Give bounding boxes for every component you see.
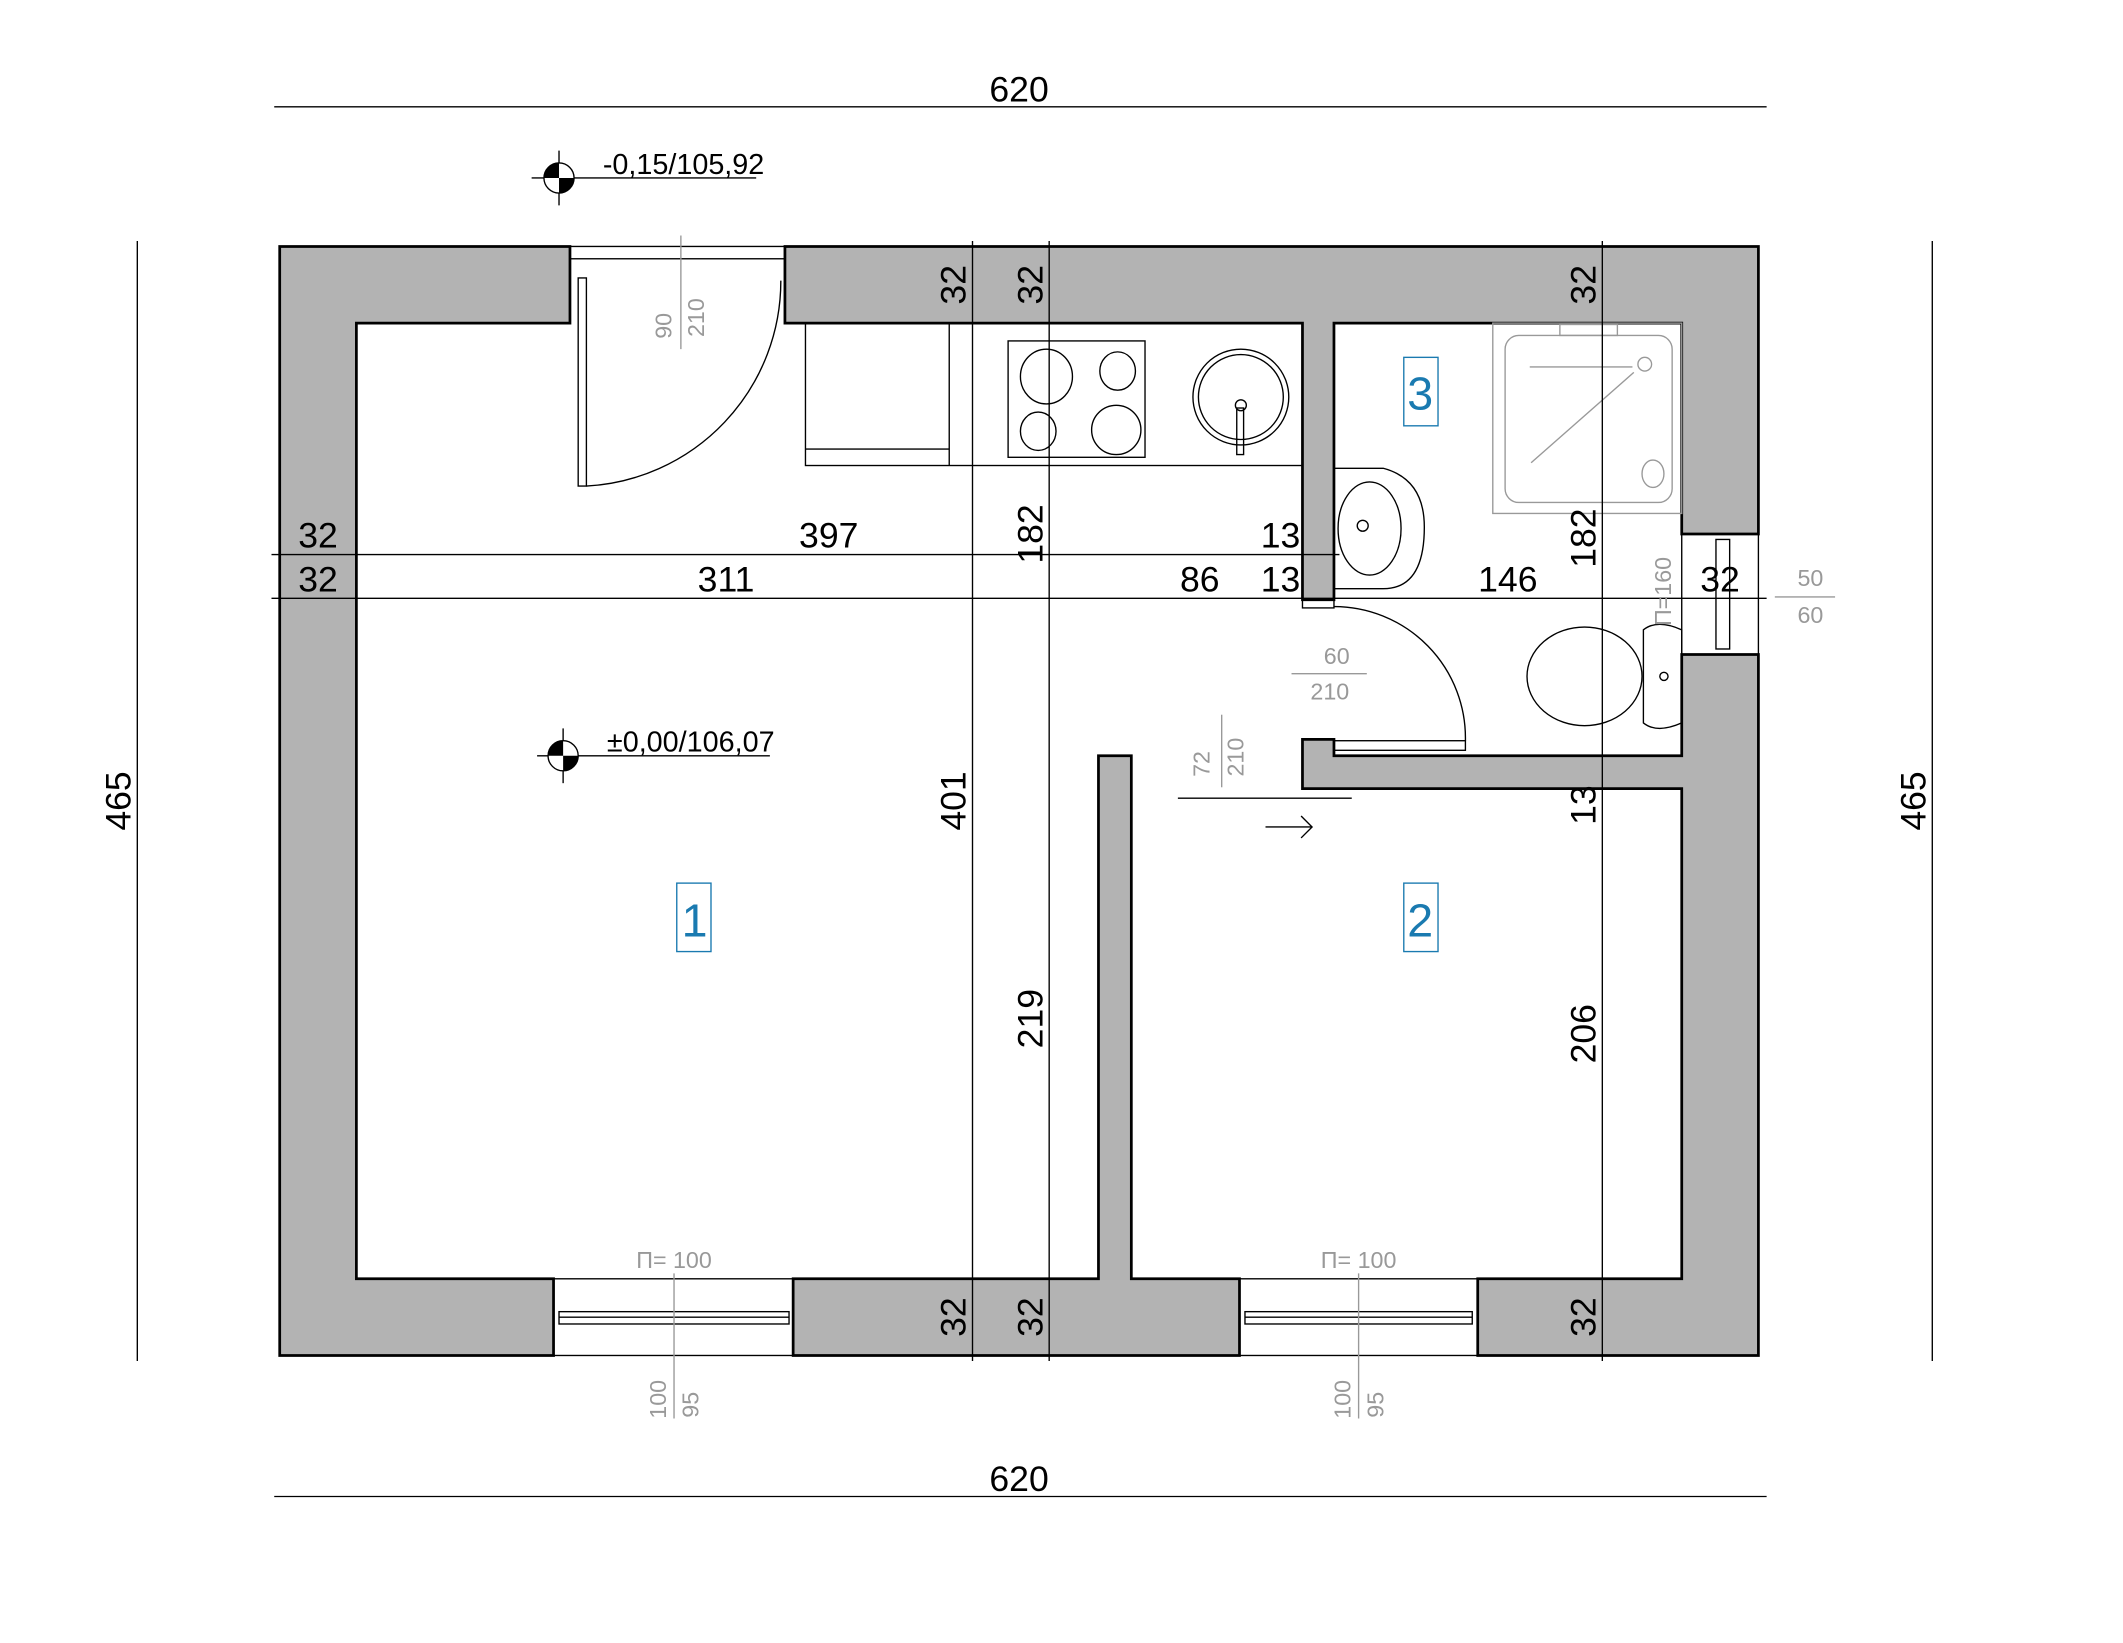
- dim: 32: [1563, 265, 1603, 305]
- dim: 146: [1478, 559, 1537, 599]
- svg-text:100: 100: [645, 1380, 671, 1419]
- dim: 219: [1010, 989, 1050, 1048]
- dim: 401: [934, 771, 974, 830]
- entry-door: [569, 245, 786, 487]
- dim: 13: [1261, 516, 1301, 556]
- walls: [278, 245, 1760, 1357]
- dim: 32: [1010, 265, 1050, 305]
- svg-text:60: 60: [1797, 602, 1823, 628]
- level-mark-outside: -0,15/105,92: [531, 149, 764, 206]
- svg-text:72: 72: [1188, 751, 1214, 777]
- stove-icon: [1007, 340, 1146, 458]
- bath-door: [1301, 599, 1467, 751]
- svg-text:90: 90: [650, 313, 676, 339]
- dim: 32: [1700, 559, 1740, 599]
- dim: 182: [1563, 508, 1603, 567]
- dim: 32: [934, 265, 974, 305]
- room-label-2: 2: [1403, 882, 1439, 953]
- dim: 86: [1180, 559, 1220, 599]
- wall-west: [278, 245, 572, 1357]
- kitchen-sink-icon: [1192, 348, 1290, 456]
- dimension-lines: [136, 106, 1933, 1498]
- svg-text:210: 210: [1310, 679, 1349, 705]
- svg-text:50: 50: [1797, 565, 1823, 591]
- svg-text:1: 1: [682, 895, 708, 947]
- svg-text:95: 95: [678, 1392, 704, 1418]
- wall-east-south: [1301, 653, 1760, 1357]
- dim-bottom: 620: [989, 1459, 1048, 1499]
- svg-text:2: 2: [1407, 895, 1433, 947]
- dim: 397: [799, 516, 858, 556]
- washbasin-icon: [1333, 467, 1426, 590]
- level-inside: ±0,00/106,07: [607, 727, 775, 759]
- dim: 13: [1563, 785, 1603, 825]
- dim: 32: [1563, 1297, 1603, 1337]
- dim: 13: [1261, 559, 1301, 599]
- shower-icon: [1492, 322, 1683, 515]
- dim: 32: [298, 559, 338, 599]
- svg-text:210: 210: [1223, 738, 1249, 777]
- dim: 206: [1563, 1004, 1603, 1063]
- dim: 32: [298, 516, 338, 556]
- dim-left: 465: [98, 771, 138, 830]
- bath-window: [1681, 533, 1760, 656]
- dim: 32: [934, 1297, 974, 1337]
- svg-text:95: 95: [1362, 1392, 1388, 1418]
- dim-top: 620: [989, 69, 1048, 109]
- svg-text:3: 3: [1407, 367, 1433, 419]
- dim: 311: [698, 559, 755, 599]
- level-mark-inside: ±0,00/106,07: [537, 727, 775, 784]
- svg-text:100: 100: [1329, 1380, 1355, 1419]
- toilet-icon: [1526, 623, 1683, 730]
- wall-partition: [791, 754, 1241, 1357]
- svg-text:П= 100: П= 100: [636, 1247, 712, 1273]
- dimension-labels: 620 620 465 465 32 397 13 32 311 86 13 1…: [98, 69, 1933, 1499]
- svg-text:П= 100: П= 100: [1321, 1247, 1397, 1273]
- dim: 32: [1010, 1297, 1050, 1337]
- room-label-1: 1: [676, 882, 712, 953]
- svg-text:60: 60: [1324, 643, 1350, 669]
- opening-annotations: 90 210 60 210 72 210 П= 100 100 95 П= 10…: [636, 235, 1836, 1419]
- dim: 182: [1010, 504, 1050, 563]
- level-outside: -0,15/105,92: [603, 149, 764, 181]
- entry-arrow-icon: [1265, 815, 1314, 839]
- svg-text:П=160: П=160: [1650, 557, 1676, 626]
- room-label-3: 3: [1403, 356, 1439, 427]
- dim-right: 465: [1893, 771, 1933, 830]
- kitchen-counter: [804, 322, 1304, 467]
- svg-text:210: 210: [683, 298, 709, 337]
